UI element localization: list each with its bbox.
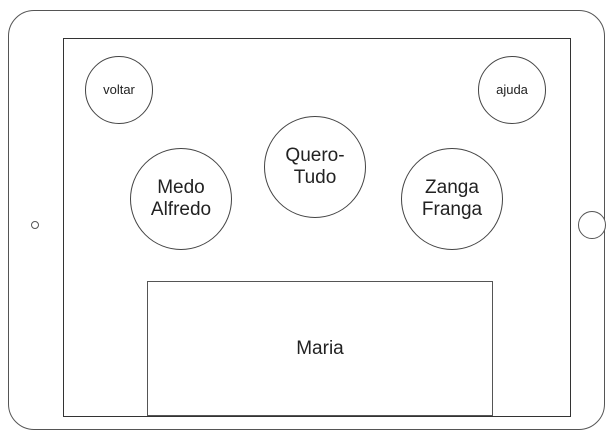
maria-panel[interactable]: Maria bbox=[147, 281, 493, 416]
maria-label: Maria bbox=[296, 337, 344, 359]
back-button[interactable]: voltar bbox=[85, 56, 153, 124]
home-button[interactable] bbox=[578, 211, 606, 239]
character-label: Medo Alfredo bbox=[150, 177, 212, 220]
help-button-label: ajuda bbox=[496, 81, 528, 97]
character-label: Zanga Franga bbox=[421, 177, 483, 220]
help-button[interactable]: ajuda bbox=[478, 56, 546, 124]
character-zanga-franga-button[interactable]: Zanga Franga bbox=[401, 148, 503, 250]
camera-icon bbox=[31, 221, 39, 229]
character-label: Quero- Tudo bbox=[285, 145, 345, 188]
back-button-label: voltar bbox=[103, 81, 135, 97]
character-quero-tudo-button[interactable]: Quero- Tudo bbox=[264, 116, 366, 218]
character-medo-alfredo-button[interactable]: Medo Alfredo bbox=[130, 148, 232, 250]
tablet-screen: voltar ajuda Medo Alfredo Quero- Tudo Za… bbox=[63, 38, 571, 417]
